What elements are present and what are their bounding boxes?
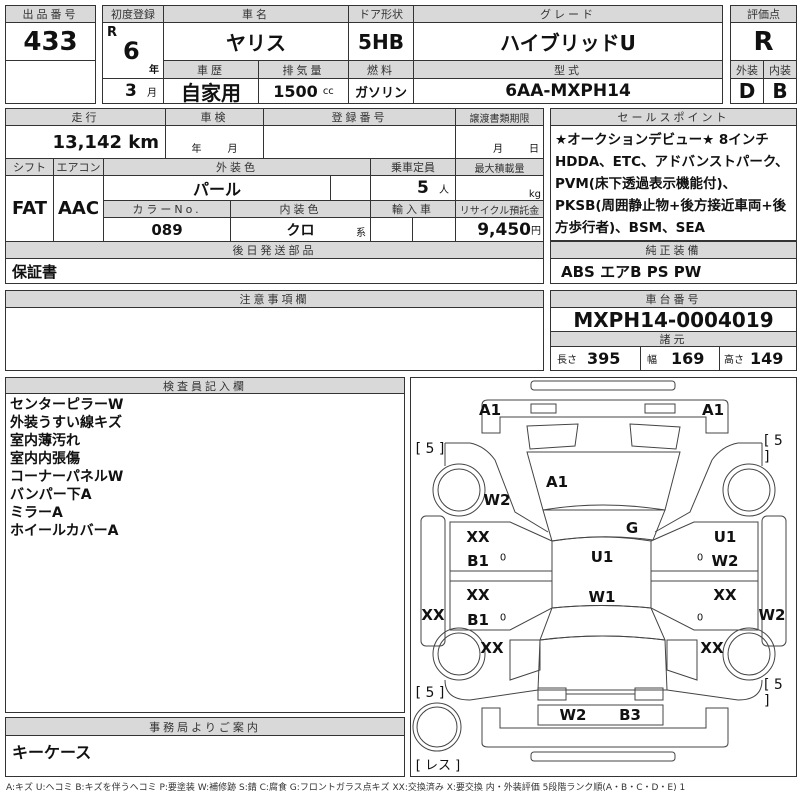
height-label: 高さ xyxy=(724,355,744,366)
interior-label: 内装色 xyxy=(230,200,371,218)
damage-mark: B3 xyxy=(619,706,641,724)
width-label: 幅 xyxy=(647,355,657,366)
damage-mark: W2 xyxy=(711,552,739,570)
grade: ハイブリッドU xyxy=(413,22,723,61)
tire-depth: [ 5 ] xyxy=(764,433,783,465)
disp-label: 排気量 xyxy=(258,60,349,79)
note-line: センターピラーW xyxy=(10,397,124,413)
note-line: 外装うすい線キズ xyxy=(10,415,122,431)
score-label: 評価点 xyxy=(730,5,797,23)
zero-mark: 0 xyxy=(499,612,507,624)
office-text: キーケース xyxy=(5,735,405,777)
shift-label: シフト xyxy=(5,158,54,176)
zero-mark: 0 xyxy=(696,612,704,624)
disp-unit: cc xyxy=(322,85,334,97)
damage-mark: XX xyxy=(421,606,445,624)
zero-mark: 0 xyxy=(696,552,704,564)
import-label: 輸入車 xyxy=(370,200,456,218)
recycle-fee: 9,450 xyxy=(477,219,531,240)
note-line: バンパー下A xyxy=(10,487,92,503)
damage-mark: A1 xyxy=(701,401,725,419)
damage-mark: XX xyxy=(700,639,724,657)
insp-month: 月 xyxy=(227,144,238,155)
reg-month: 3 xyxy=(124,81,137,101)
model-code: 6AA-MXPH14 xyxy=(413,78,723,104)
damage-mark: W1 xyxy=(588,588,616,606)
tire-depth: [ 5 ] xyxy=(415,441,445,457)
damage-mark: XX xyxy=(466,586,490,604)
damage-mark: XX xyxy=(466,528,490,546)
displacement: 1500 xyxy=(273,81,318,101)
tr-day: 日 xyxy=(529,144,539,155)
damage-mark: W2 xyxy=(483,491,511,509)
reg-year: 6 xyxy=(123,37,140,65)
tire-depth: [ 5 ] xyxy=(415,685,445,701)
caution-body xyxy=(5,307,544,371)
note-line: コーナーパネルW xyxy=(10,469,124,485)
damage-diagram xyxy=(410,377,797,777)
height: 149 xyxy=(750,349,784,368)
equipment: ABS エアB PS PW xyxy=(550,258,797,284)
insp-year: 年 xyxy=(191,144,202,155)
damage-mark: G xyxy=(625,519,639,537)
tire-depth: [ 5 ] xyxy=(764,677,783,709)
sales-points: ★オークションデビュー★ 8インチHDDA、ETC、アドバンストパーク、PVM(… xyxy=(550,125,797,241)
damage-mark: U1 xyxy=(590,548,614,566)
damage-mark: B1 xyxy=(467,611,489,629)
era: R xyxy=(107,25,118,40)
int-grade: B xyxy=(763,78,797,104)
year-unit: 年 xyxy=(149,65,159,76)
damage-mark: W2 xyxy=(559,706,587,724)
lot-blank xyxy=(5,60,96,104)
history-label: 車歴 xyxy=(163,60,259,79)
interior-unit: 系 xyxy=(356,228,366,239)
length: 395 xyxy=(587,349,621,368)
capacity-unit: 人 xyxy=(439,184,449,196)
note-line: 室内内張傷 xyxy=(10,451,80,467)
length-label: 長さ xyxy=(557,355,577,366)
capacity: 5 xyxy=(416,178,429,198)
damage-mark: A1 xyxy=(478,401,502,419)
height-cell: 高さ 149 xyxy=(719,346,797,371)
note-line: ホイールカバーA xyxy=(10,523,119,539)
zero-mark: 0 xyxy=(499,552,507,564)
legend: A:キズ U:ヘコミ B:キズを伴うヘコミ P:要塗装 W:補修跡 S:錆 C:… xyxy=(6,783,686,793)
length-cell: 長さ 395 xyxy=(550,346,641,371)
note-line: ミラーA xyxy=(10,505,63,521)
tr-month: 月 xyxy=(493,144,503,155)
interior-color: クロ xyxy=(286,222,315,239)
damage-mark: U1 xyxy=(713,528,737,546)
width: 169 xyxy=(671,349,705,368)
damage-mark: B1 xyxy=(467,552,489,570)
note-line: 室内薄汚れ xyxy=(10,433,80,449)
damage-mark: A1 xyxy=(545,473,569,491)
sales-label: セールスポイント xyxy=(550,108,797,126)
damage-mark: XX xyxy=(713,586,737,604)
recycle-unit: 円 xyxy=(531,226,541,237)
spare-tire: [ レス ] xyxy=(415,758,461,774)
month-unit: 月 xyxy=(147,87,157,99)
inspector-notes: センターピラーW 外装うすい線キズ 室内薄汚れ 室内内張傷 コーナーパネルW バ… xyxy=(5,393,405,713)
damage-mark: XX xyxy=(480,639,504,657)
later-parts: 保証書 xyxy=(5,258,544,284)
damage-mark: W2 xyxy=(758,606,786,624)
